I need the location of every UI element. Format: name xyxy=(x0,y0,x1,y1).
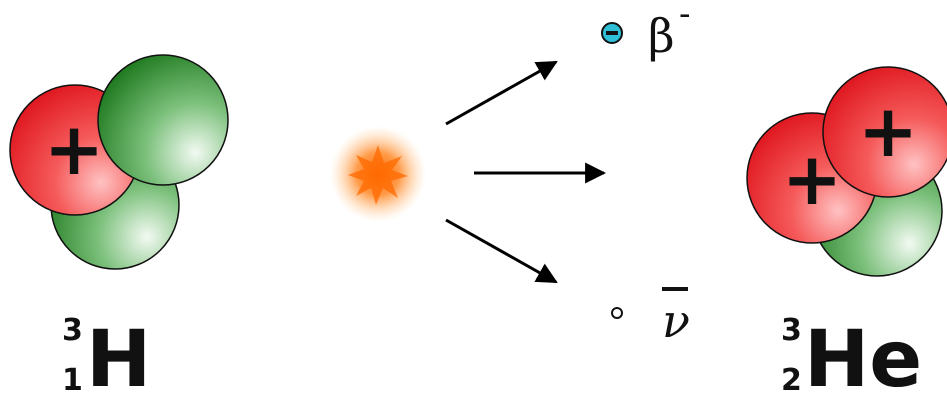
arrow-to-antineutrino xyxy=(445,218,558,284)
flash-star xyxy=(348,145,408,205)
tritium-symbol: H xyxy=(86,315,151,399)
antineutrino: ν xyxy=(611,287,690,348)
electron-minus-mark xyxy=(606,31,618,35)
helium3-nucleus: + + xyxy=(746,66,947,277)
tritium-label: 3 1 H xyxy=(62,313,151,399)
tritium-nucleus: + xyxy=(9,54,229,270)
proton-plus-label: + xyxy=(44,107,104,191)
proton-left-plus-label: + xyxy=(782,137,842,221)
beta-particle: β - xyxy=(601,0,691,63)
antineutrino-icon xyxy=(611,307,623,319)
helium3-mass-number: 3 xyxy=(781,313,802,348)
arrow-to-beta xyxy=(445,60,558,126)
decay-flash-icon xyxy=(330,126,426,222)
neutron-top xyxy=(97,54,229,186)
beta-charge: - xyxy=(679,0,691,34)
tritium-mass-number: 3 xyxy=(62,313,83,348)
decay-arrows xyxy=(445,60,607,284)
helium3-atomic-number: 2 xyxy=(781,363,802,398)
antineutrino-symbol: ν xyxy=(662,294,690,348)
tritium-atomic-number: 1 xyxy=(62,363,83,398)
proton-right-plus-label: + xyxy=(858,89,918,173)
proton-right xyxy=(822,66,947,198)
antineutrino-overbar xyxy=(662,287,688,291)
helium3-label: 3 2 He xyxy=(781,313,922,399)
helium3-symbol: He xyxy=(804,315,922,399)
beta-symbol: β xyxy=(648,9,675,63)
